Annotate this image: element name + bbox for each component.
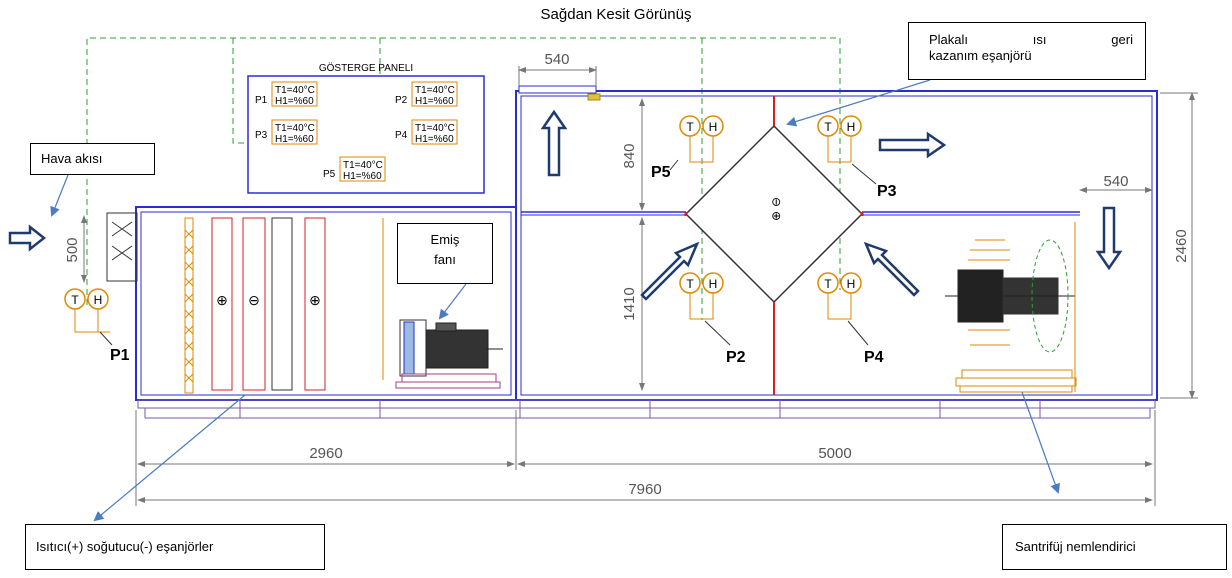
callout-heater-cooler: Isıtıcı(+) soğutucu(-) eşanjörler (25, 524, 325, 570)
readout-temp: T1=40°C (415, 123, 455, 134)
dim-inlet-height: 500 (64, 237, 81, 262)
readout-id: P5 (323, 169, 336, 180)
sensor-h-label: H (847, 277, 856, 291)
centrifugal-humidifier (945, 222, 1077, 393)
inlet-damper (106, 212, 138, 282)
sensor-h-label: H (709, 277, 718, 291)
airflow-arrow-inlet (8, 224, 47, 252)
dim-top-vent-left: 540 (544, 51, 569, 68)
dim-left-section: 2960 (309, 445, 342, 462)
callout-heat-recovery-word: geri (1111, 32, 1133, 47)
callout-air-flow: Hava akısı (30, 143, 155, 175)
page-title: Sağdan Kesit Görünüş (540, 6, 692, 23)
callout-humidifier-text: Santrifüj nemlendirici (1015, 539, 1136, 554)
readout-humidity: H1=%60 (275, 96, 314, 107)
minus-symbol: ⊖ (769, 197, 783, 207)
sensor-group-p4: T H P4 (817, 272, 884, 366)
readout-id: P1 (255, 95, 268, 106)
sensor-h-label: H (709, 120, 718, 134)
sensor-h-label: H (94, 293, 103, 307)
airflow-arrow-supply-down (1095, 206, 1123, 271)
callout-humidifier: Santrifüj nemlendirici (1002, 524, 1227, 570)
sensor-t-label: T (824, 120, 832, 134)
readout-temp: T1=40°C (415, 85, 455, 96)
display-panel: GÖSTERGE PANELI P1 T1=40°C H1=%60 P2 T1=… (247, 62, 485, 194)
airflow-arrow-supply-right (878, 131, 947, 159)
readout-id: P2 (395, 95, 408, 106)
sensor-group-p1: T H P1 (64, 288, 130, 364)
callout-heat-recovery-word: Plakalı (929, 32, 969, 47)
sensor-t-label: T (686, 120, 694, 134)
dimension-labels: 540 540 840 1410 2460 500 2960 5000 7960 (64, 51, 1190, 498)
dim-right-section: 5000 (818, 445, 851, 462)
minus-symbol: ⊖ (248, 292, 260, 308)
sensor-group-p5: T H P5 (651, 115, 724, 181)
dim-total-height: 2460 (1173, 229, 1190, 262)
plate-heat-exchanger: ⊕ ⊖ (684, 96, 864, 395)
readout-humidity: H1=%60 (343, 171, 382, 182)
airflow-arrow-fresh-diag (863, 241, 920, 297)
plus-symbol: ⊕ (769, 211, 783, 221)
dim-upper-height: 840 (621, 143, 638, 168)
callout-heat-recovery-word: ısı (1032, 32, 1047, 47)
readout-temp: T1=40°C (275, 123, 315, 134)
droplet-eliminator (271, 217, 293, 391)
readout-id: P3 (255, 130, 268, 141)
callout-heat-recovery: Plakalı ısı geri kazanım eşanjörü (908, 22, 1146, 80)
sensor-h-label: H (847, 120, 856, 134)
heating-coil: ⊕ (211, 217, 233, 391)
dimension-lines (81, 66, 1198, 506)
sensor-point-label: P4 (864, 349, 884, 366)
callout-leaders (50, 79, 1060, 522)
readout-id: P4 (395, 130, 408, 141)
airflow-arrows (8, 109, 1123, 301)
panel-readout-p4: P4 T1=40°C H1=%60 (395, 119, 458, 145)
panel-title: GÖSTERGE PANELI (319, 62, 413, 74)
panel-readout-p1: P1 T1=40°C H1=%60 (255, 81, 318, 107)
sensor-point-label: P1 (110, 347, 130, 364)
sensor-point-label: P5 (651, 164, 671, 181)
callout-heat-recovery-line1: Plakalı ısı geri (929, 32, 1133, 48)
top-vent-left (518, 85, 601, 101)
readout-temp: T1=40°C (343, 160, 383, 171)
sensor-t-label: T (824, 277, 832, 291)
dim-total-length: 7960 (628, 481, 661, 498)
supply-fan (395, 319, 503, 389)
callout-air-flow-text: Hava akısı (41, 151, 103, 166)
base-frame (137, 399, 1156, 419)
readout-humidity: H1=%60 (275, 134, 314, 145)
sensor-t-label: T (71, 293, 79, 307)
readout-humidity: H1=%60 (415, 134, 454, 145)
dim-top-vent-right: 540 (1103, 173, 1128, 190)
panel-readout-p3: P3 T1=40°C H1=%60 (255, 119, 318, 145)
sensor-group-p2: T H P2 (679, 272, 746, 366)
sensor-t-label: T (686, 277, 694, 291)
callout-heater-cooler-text: Isıtıcı(+) soğutucu(-) eşanjörler (36, 539, 214, 554)
airflow-arrow-exhaust-up (540, 109, 568, 177)
readout-temp: T1=40°C (275, 85, 315, 96)
plus-symbol: ⊕ (309, 292, 321, 308)
plus-symbol: ⊕ (216, 292, 228, 308)
cooling-coil: ⊖ (242, 217, 266, 391)
sensor-point-label: P2 (726, 349, 746, 366)
callout-suction-fan: Emiş fanı (397, 223, 493, 284)
callout-suction-fan-line1: Emiş (430, 232, 460, 247)
panel-readout-p5: P5 T1=40°C H1=%60 (323, 156, 386, 182)
callout-heat-recovery-line2: kazanım eşanjörü (929, 48, 1032, 63)
sensor-group-p3: T H P3 (817, 115, 897, 200)
filter-section (184, 217, 194, 394)
sensor-point-label: P3 (877, 183, 897, 200)
readout-humidity: H1=%60 (415, 96, 454, 107)
dim-lower-height: 1410 (621, 287, 638, 320)
callout-suction-fan-line2: fanı (434, 252, 456, 267)
airflow-arrow-return-diag (640, 241, 700, 301)
panel-readout-p2: P2 T1=40°C H1=%60 (395, 81, 458, 107)
reheat-coil: ⊕ (304, 217, 326, 391)
